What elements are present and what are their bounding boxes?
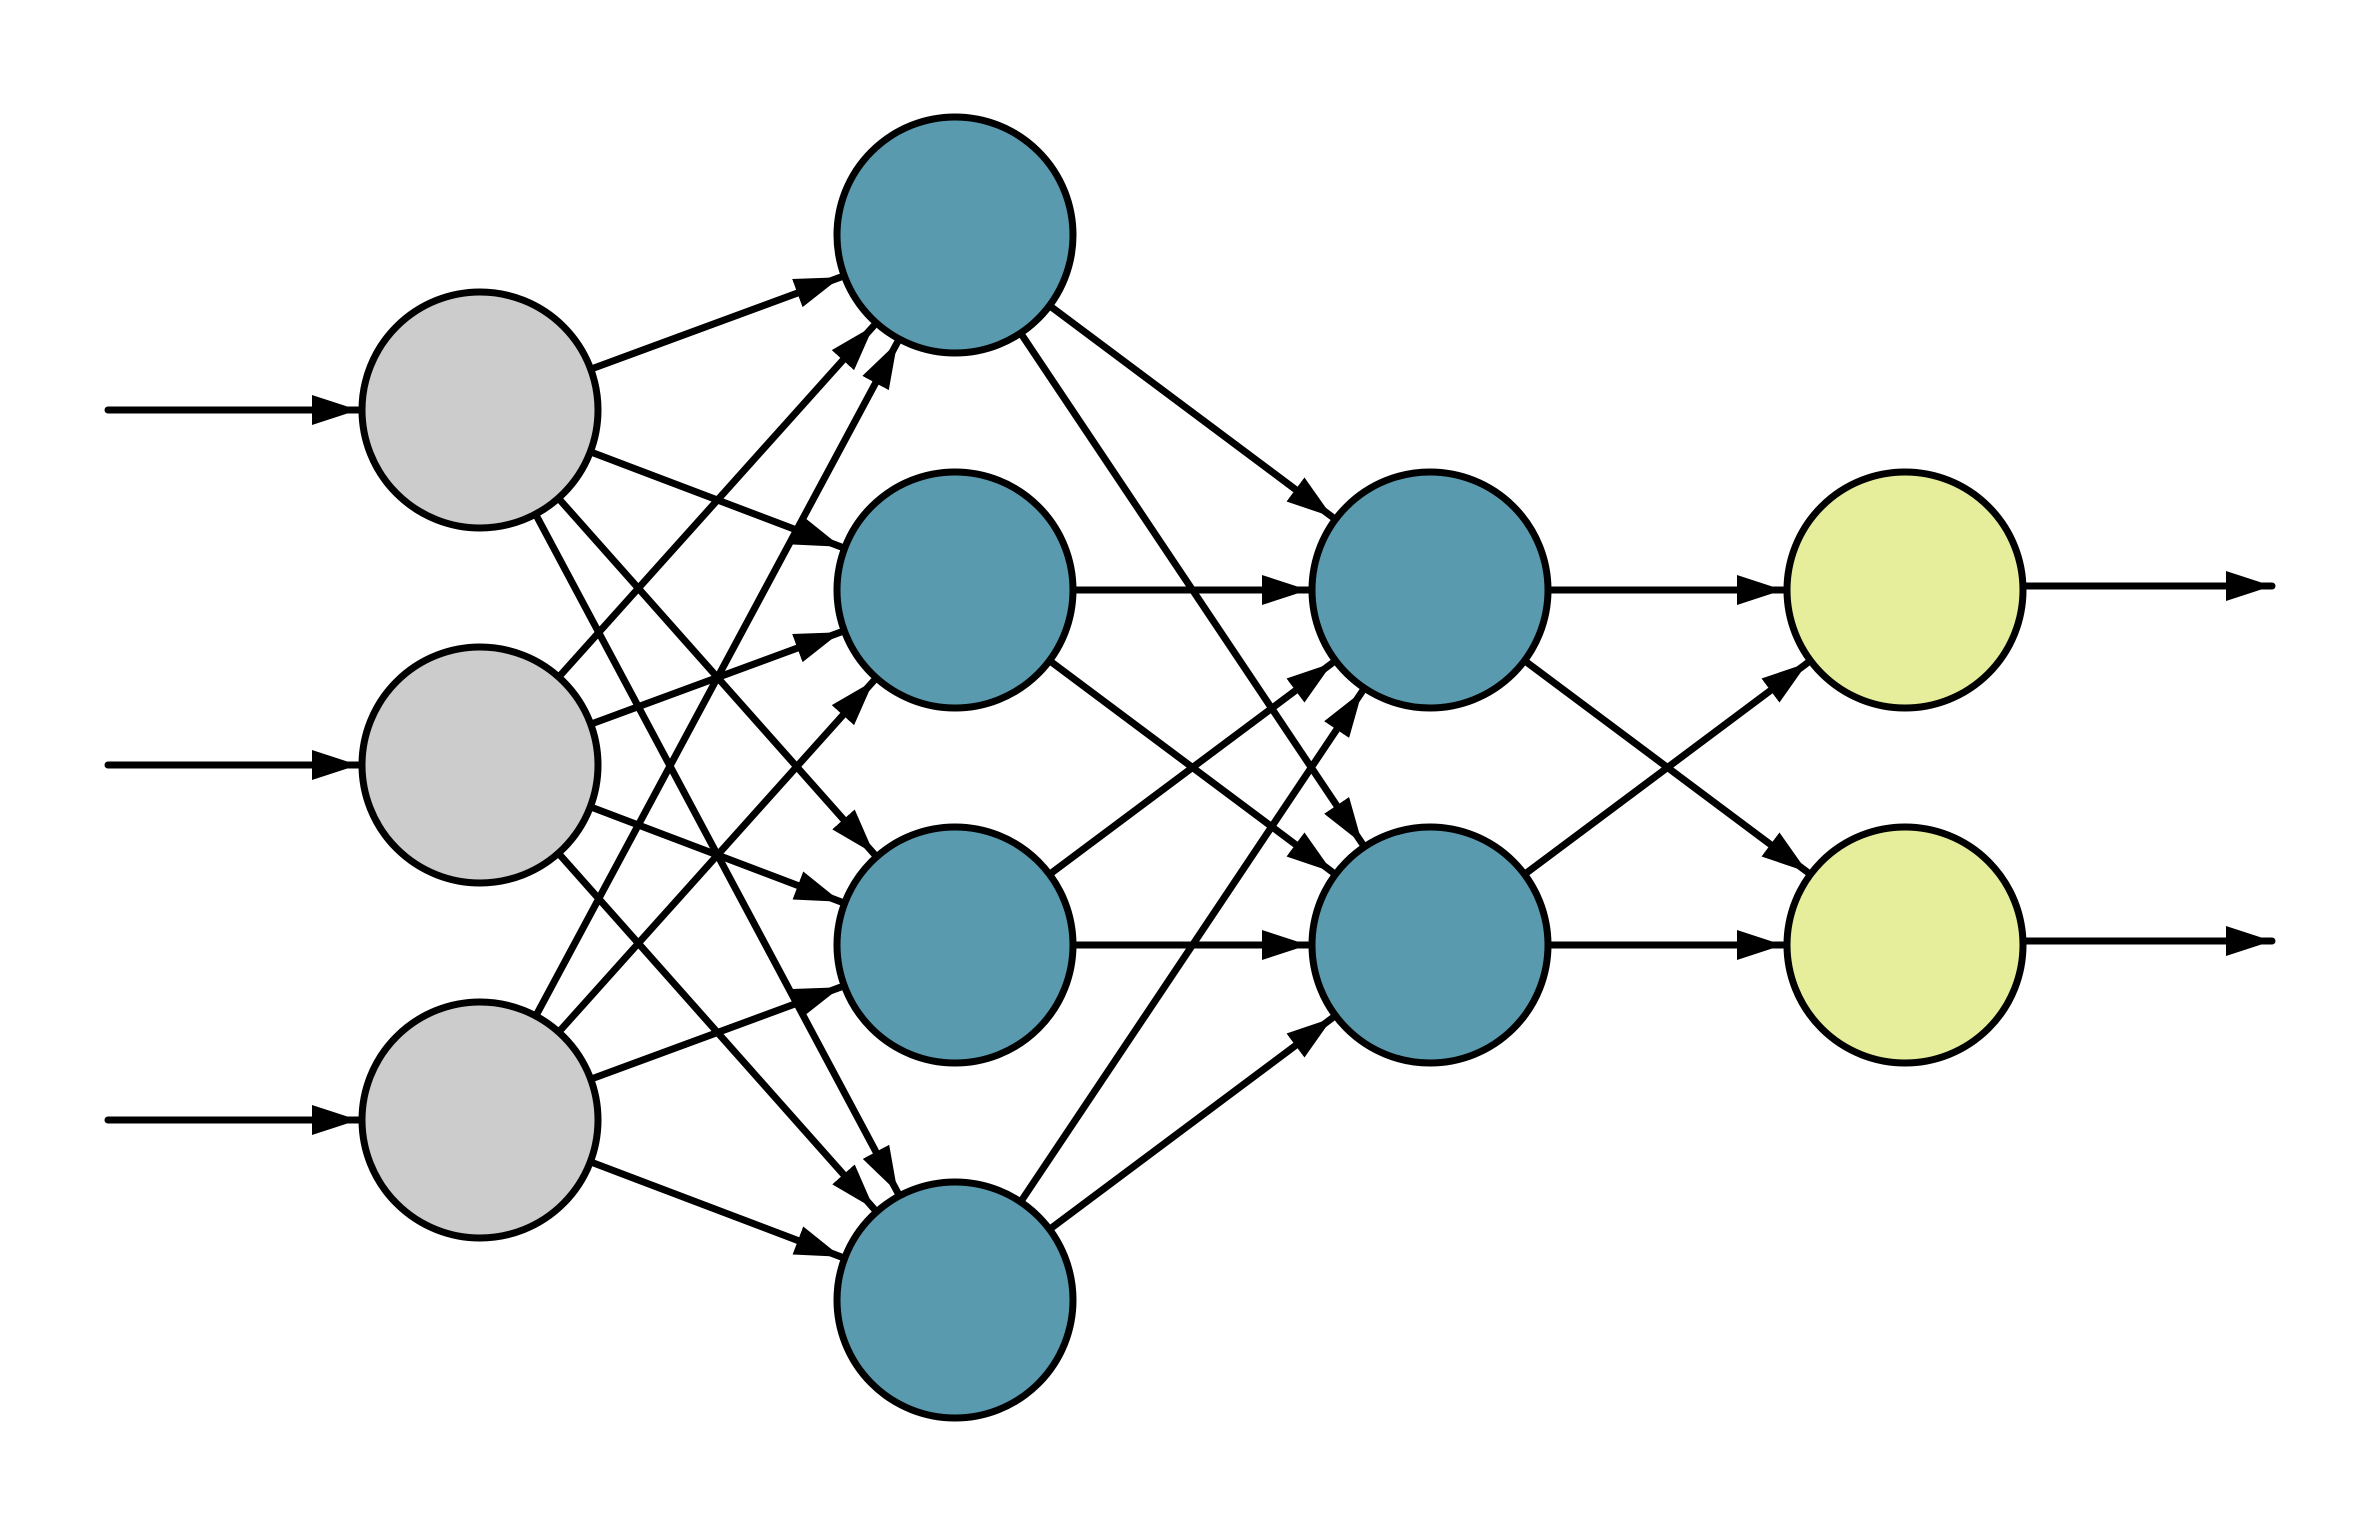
hidden-1-node-1: [833, 468, 1077, 712]
edge-l1-n0-to-l2-n0: [1047, 303, 1336, 521]
edge-l2-n1-to-l3-n0: [1522, 659, 1811, 877]
edge-l0-n2-to-l1-n2: [589, 983, 844, 1082]
edge-l0-n1-to-l1-n0: [556, 322, 878, 680]
nodes: [358, 113, 2027, 1422]
edge-l0-n2-to-l1-n0: [533, 339, 901, 1018]
edge-l1-n3-to-l2-n0: [1018, 687, 1366, 1204]
input-node-2: [358, 998, 602, 1242]
edge-l1-n3-to-l2-n1: [1047, 1014, 1336, 1232]
edge-l0-n2-to-l1-n3: [588, 1159, 845, 1261]
hidden-1-node-2: [833, 823, 1077, 1067]
edge-l1-n2-to-l2-n0: [1047, 659, 1336, 877]
output-node-0: [1783, 468, 2027, 712]
hidden-1-node-3: [833, 1178, 1077, 1422]
edge-l0-n0-to-l1-n0: [589, 273, 844, 372]
connections: [104, 273, 2276, 1261]
hidden-2-node-1: [1308, 823, 1552, 1067]
input-node-1: [358, 643, 602, 887]
input-node-0: [358, 288, 602, 532]
hidden-1-node-0: [833, 113, 1077, 357]
hidden-2-node-0: [1308, 468, 1552, 712]
output-node-1: [1783, 823, 2027, 1067]
edge-l0-n2-to-l1-n1: [556, 677, 878, 1035]
